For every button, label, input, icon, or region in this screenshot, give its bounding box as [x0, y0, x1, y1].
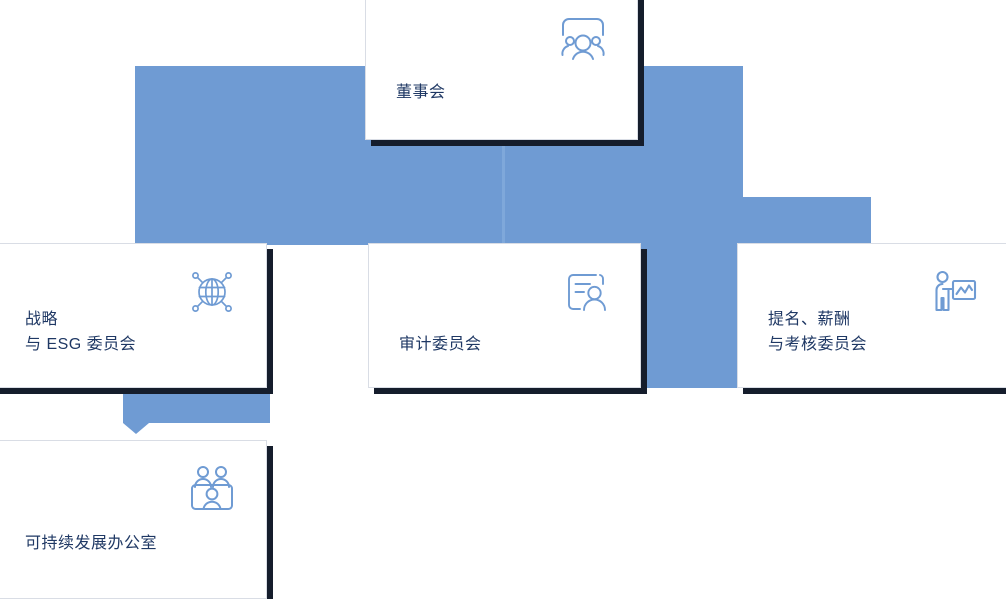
node-nomination-remuneration-committee[interactable]: 提名、薪酬 与考核委员会 [737, 243, 1006, 388]
node-nomination-label: 提名、薪酬 与考核委员会 [768, 311, 868, 353]
connector-right-arm [735, 197, 871, 245]
globe-network-icon [186, 266, 238, 318]
connector-arrowhead-down [123, 423, 149, 434]
team-panel-icon [186, 463, 238, 515]
node-strategy-label: 战略 与 ESG 委员会 [25, 311, 137, 353]
group-of-people-icon [557, 13, 609, 65]
node-board-of-directors[interactable]: 董事会 [365, 0, 638, 140]
presenter-chart-icon [929, 266, 981, 318]
node-board-label: 董事会 [396, 84, 446, 101]
node-audit-label: 审计委员会 [399, 336, 482, 353]
node-office-label: 可持续发展办公室 [25, 535, 158, 552]
connector-office-stub [123, 388, 270, 423]
connector-audit-stub [641, 245, 743, 388]
document-person-icon [560, 266, 612, 318]
connector-center-line [502, 66, 505, 245]
node-strategy-esg-committee[interactable]: 战略 与 ESG 委员会 [0, 243, 267, 388]
node-audit-committee[interactable]: 审计委员会 [368, 243, 641, 388]
node-sustainable-development-office[interactable]: 可持续发展办公室 [0, 440, 267, 599]
